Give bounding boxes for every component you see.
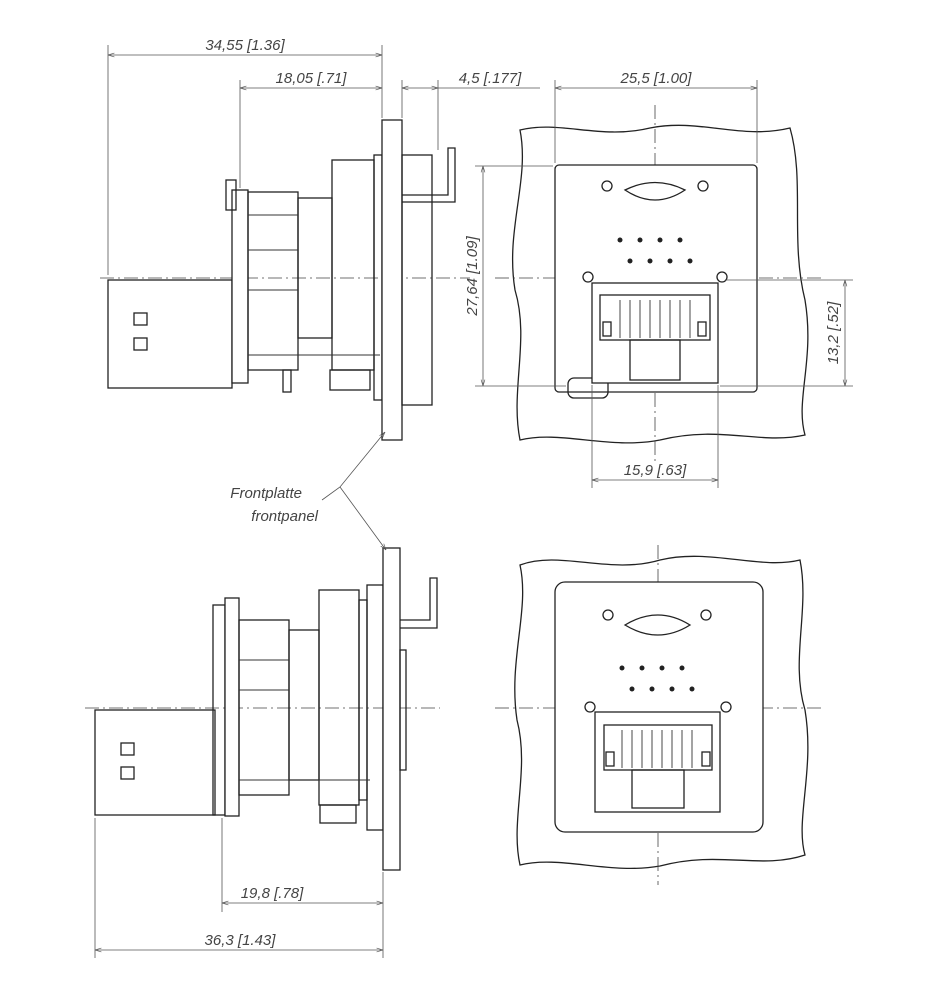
dim-rear-depth-top: 18,05 [.71] [276,70,348,87]
side-view-top [100,119,470,441]
rj45-jack [594,711,721,813]
usb-plug [94,709,216,816]
dim-width: 25,5 [1.00] [620,70,693,87]
pcb-plate [224,597,240,817]
side-view-bottom [85,547,440,871]
callout-frontpanel: frontpanel [251,508,318,525]
dim-overall-length-bottom: 36,3 [1.43] [205,932,277,949]
front-view-bottom [495,545,825,885]
rj45-jack [591,282,719,384]
usb-plug [107,279,233,389]
front-panel [382,547,401,871]
front-panel [381,119,403,441]
usb-window [133,337,148,351]
dim-rear-depth-bottom: 19,8 [.78] [241,885,304,902]
dim-rj45-height: 13,2 [.52] [825,301,842,364]
callout-frontplatte: Frontplatte [230,485,302,502]
dim-front-depth: 4,5 [.177] [459,70,522,87]
dimension-lines [94,45,853,958]
usb-window [133,312,148,326]
dim-height: 27,64 [1.09] [464,236,481,317]
dim-rj45-width: 15,9 [.63] [624,462,687,479]
front-view-top [495,105,825,465]
dim-overall-length-top: 34,55 [1.36] [205,37,285,54]
pcb-plate [231,189,249,384]
